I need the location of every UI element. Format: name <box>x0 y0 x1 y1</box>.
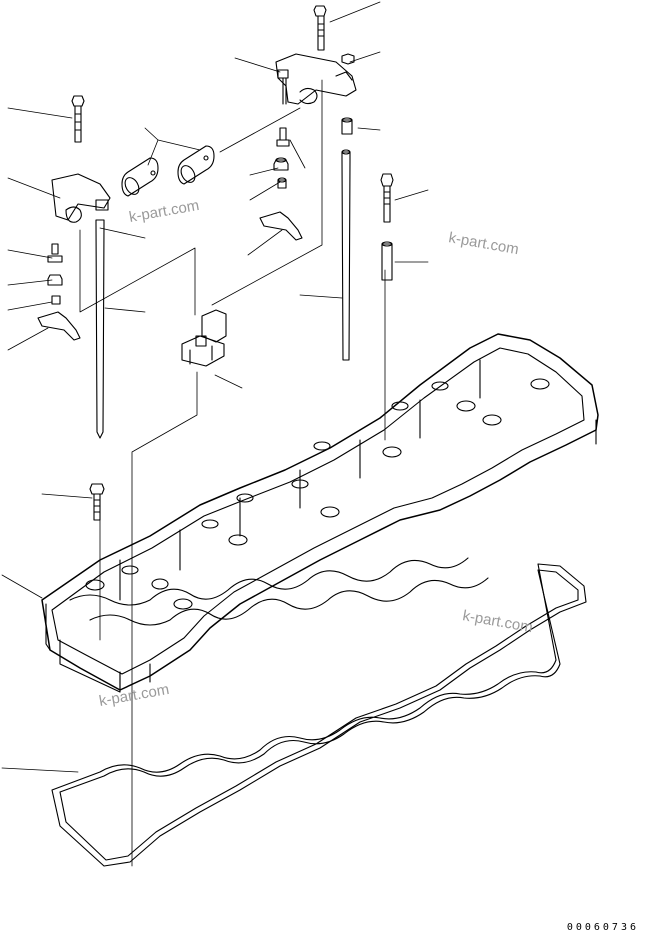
lower-rocker-arm-group <box>37 95 111 439</box>
rocker-cover-gasket <box>51 563 587 867</box>
valve-caps-and-bridge <box>259 157 394 281</box>
upper-rocker-arm-group <box>275 5 357 361</box>
rocker-cover-housing <box>41 333 599 693</box>
rocker-bracket <box>181 309 227 367</box>
leader-lines <box>1 1 429 773</box>
watermark-group: k-part.com k-part.com k-part.com k-part.… <box>98 197 534 710</box>
watermark: k-part.com <box>128 197 201 226</box>
alignment-lines <box>79 79 386 867</box>
watermark: k-part.com <box>461 607 534 636</box>
cover-bolt <box>89 483 105 521</box>
rocker-shaft-sleeves <box>121 145 215 197</box>
drawing-code: 00060736 <box>566 922 639 933</box>
watermark: k-part.com <box>98 681 171 710</box>
watermark: k-part.com <box>447 229 520 258</box>
